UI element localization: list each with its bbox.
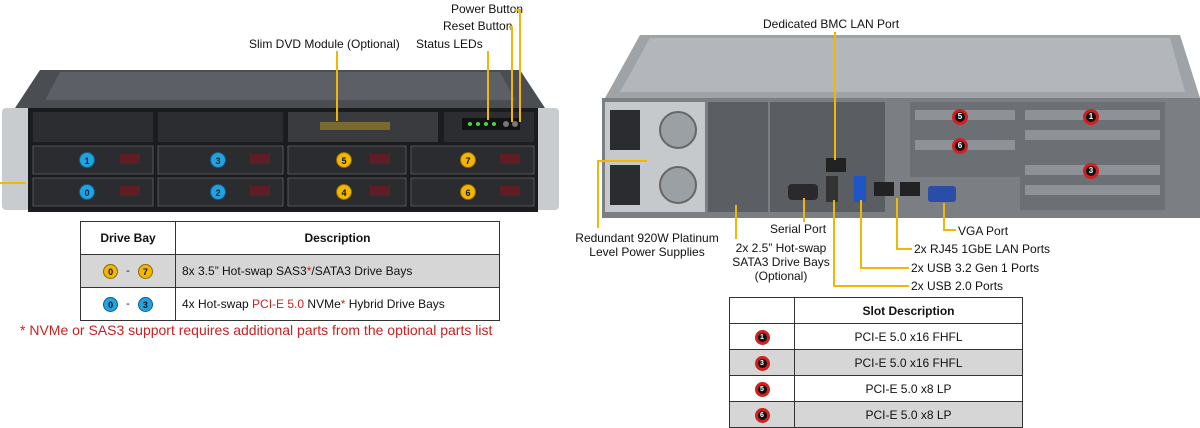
bay-badge-5: 5	[336, 152, 352, 168]
row-description: 8x 3.5” Hot-swap SAS3*/SATA3 Drive Bays	[175, 254, 500, 288]
vga-port-label: VGA Port	[958, 224, 1009, 238]
badge-to: 3	[137, 296, 153, 312]
leader-power-h	[515, 9, 521, 11]
leader-sata	[735, 205, 737, 239]
usb32-label: 2x USB 3.2 Gen 1 Ports	[911, 261, 1040, 275]
slot-description-table: Slot Description 1 PCI-E 5.0 x16 FHFL 3 …	[729, 297, 1023, 428]
slot-badge-5: 5	[952, 109, 968, 125]
slot-badge: 5	[754, 382, 770, 397]
slot-desc: PCI-E 5.0 x16 FHFL	[794, 323, 1023, 350]
slot-badge-6: 6	[952, 138, 968, 154]
leader-psu-v	[597, 160, 599, 228]
front-chassis	[2, 70, 559, 212]
drive-bay-header: Drive Bay	[80, 221, 176, 255]
slot-badge: 1	[754, 330, 770, 345]
leader-dvd	[336, 51, 338, 121]
slot-badge: 3	[754, 356, 770, 371]
psu-label: Redundant 920W Platinum Level Power Supp…	[575, 231, 719, 259]
bay-badge-2: 2	[210, 184, 226, 200]
leader-vga	[943, 203, 945, 229]
leader-vga-h	[943, 229, 956, 231]
badge-from: 0	[103, 296, 119, 312]
rear-chassis	[602, 35, 1200, 218]
leader-power-v	[519, 9, 521, 122]
serial-port-label: Serial Port	[770, 222, 827, 236]
bay-badge-7: 7	[460, 152, 476, 168]
range-dash: -	[126, 298, 130, 310]
slot-desc: PCI-E 5.0 x8 LP	[794, 375, 1023, 402]
bay-badge-4: 4	[336, 184, 352, 200]
slot-badge: 6	[754, 408, 770, 423]
table-row: 0 - 3 4x Hot-swap PCI-E 5.0 NVMe* Hybrid…	[80, 287, 500, 321]
usb20-label: 2x USB 2.0 Ports	[911, 279, 1004, 293]
slot-description-header: Slot Description	[794, 297, 1023, 324]
leader-left-bay	[0, 182, 26, 184]
slim-dvd-label: Slim DVD Module (Optional)	[249, 37, 400, 51]
table-row: 3 PCI-E 5.0 x16 FHFL	[729, 349, 1023, 376]
bay-badge-6: 6	[460, 184, 476, 200]
sata-bays-label: 2x 2.5” Hot-swap SATA3 Drive Bays (Optio…	[732, 241, 830, 283]
leader-usb32-v	[860, 200, 862, 268]
bay-badge-3: 3	[210, 152, 226, 168]
slot-badge-1: 1	[1083, 109, 1099, 125]
leader-rj45-v	[896, 198, 898, 248]
description-header: Description	[175, 221, 500, 255]
leader-serial	[803, 198, 805, 222]
leader-usb20-v	[833, 200, 835, 286]
leader-reset-v	[511, 26, 513, 122]
slot-desc: PCI-E 5.0 x8 LP	[794, 401, 1023, 428]
row-description: 4x Hot-swap PCI-E 5.0 NVMe* Hybrid Drive…	[175, 287, 500, 321]
badge-to: 7	[137, 263, 153, 279]
status-leds-label: Status LEDs	[416, 37, 483, 51]
leader-usb32-h	[860, 267, 909, 269]
leader-rj45-h	[896, 248, 912, 250]
table-row: 5 PCI-E 5.0 x8 LP	[729, 375, 1023, 402]
rj45-label: 2x RJ45 1GbE LAN Ports	[914, 242, 1051, 256]
bmc-lan-label: Dedicated BMC LAN Port	[763, 17, 900, 31]
optional-parts-footnote: * NVMe or SAS3 support requires addition…	[20, 322, 493, 338]
bay-badge-1: 1	[79, 152, 95, 168]
bay-badge-0: 0	[79, 184, 95, 200]
slot-desc: PCI-E 5.0 x16 FHFL	[794, 349, 1023, 376]
table-row: 0 - 7 8x 3.5” Hot-swap SAS3*/SATA3 Drive…	[80, 254, 500, 288]
power-button-label: Power Button	[451, 2, 524, 16]
slot-badge-3: 3	[1083, 163, 1099, 179]
leader-leds	[487, 51, 489, 120]
table-row: 1 PCI-E 5.0 x16 FHFL	[729, 323, 1023, 350]
badge-from: 0	[103, 263, 119, 279]
range-dash: -	[126, 265, 130, 277]
leader-psu	[597, 160, 647, 162]
leader-usb20-h	[833, 285, 909, 287]
table-row: 6 PCI-E 5.0 x8 LP	[729, 401, 1023, 428]
drive-bay-table: Drive Bay Description 0 - 7 8x 3.5” Hot-…	[80, 221, 500, 321]
leader-bmc	[834, 32, 836, 160]
reset-button-label: Reset Button	[443, 19, 513, 33]
